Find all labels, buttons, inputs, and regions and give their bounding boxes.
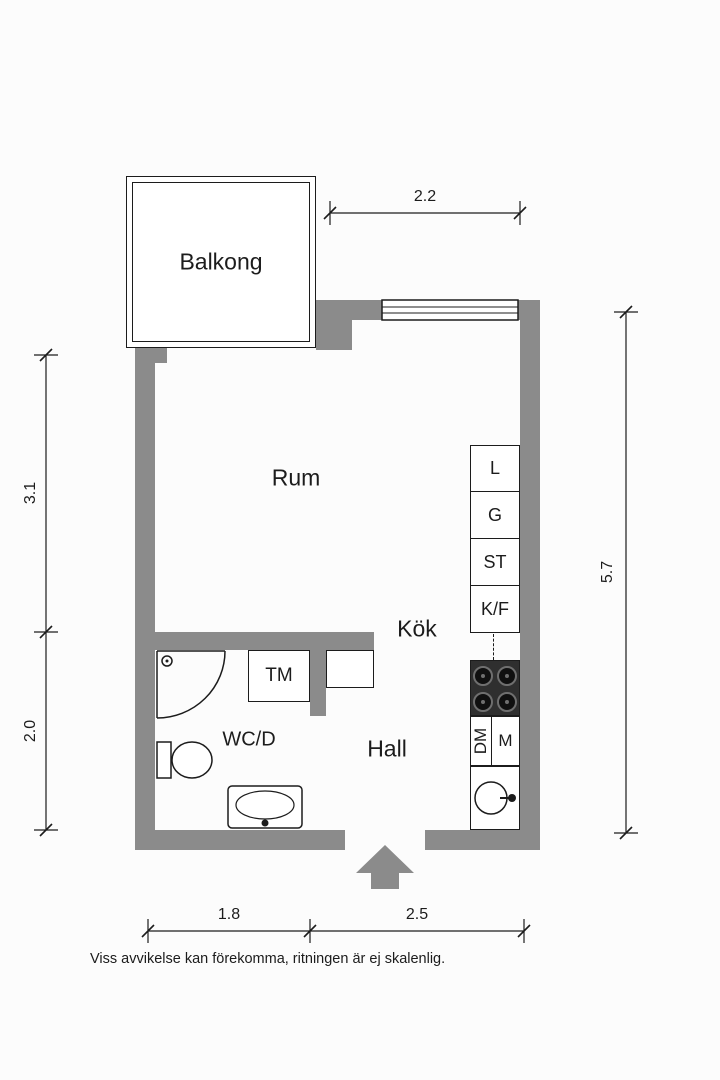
entrance-arrow-icon [356,845,414,889]
kitchen-counter-box [326,650,374,688]
washbasin-icon [227,785,303,829]
wall-bottom-left [135,830,345,850]
dimension-line-right [614,305,638,840]
wall-stub-balcony-left [135,348,167,363]
dimension-left-upper-label: 3.1 [22,481,39,505]
kitchen-unit-l-label: L [489,458,500,478]
kitchen-unit-g: G [470,491,520,539]
dimension-bottom-right-label: 2.5 [405,906,429,923]
washing-machine-label: TM [265,665,293,686]
window-icon [381,299,519,321]
wall-bottom-right [425,830,540,850]
kitchen-unit-m: M [492,731,519,751]
balcony-label: Balkong [179,248,263,275]
stove-icon [470,660,520,716]
washing-machine-box: TM [248,650,310,702]
hall-label: Hall [367,735,407,762]
dishwasher-unit-box: DM M [470,716,520,766]
wall-left [135,348,155,850]
kitchen-unit-m-label: M [498,731,513,750]
disclaimer-text: Viss avvikelse kan förekomma, ritningen … [90,951,446,967]
stove-burners [473,666,517,712]
wall-right [520,300,540,850]
dimension-bottom-left-label: 1.8 [217,906,241,923]
living-room-label: Rum [271,464,321,491]
dimension-right-label: 5.7 [599,560,616,584]
dishwasher-cell: DM [471,717,492,765]
shower-icon [156,650,226,719]
toilet-icon [156,741,213,779]
kitchen-unit-g-label: G [487,504,502,525]
dimension-line-bottom [141,919,531,943]
fridge-freezer-label: K/F [480,598,509,619]
wall-bathroom-right [310,650,326,716]
dimension-line-left [34,348,58,837]
wall-stub-balcony-right [316,320,352,350]
dimension-left-lower-label: 2.0 [22,719,39,743]
wall-bathroom-top [155,632,374,650]
dishwasher-label: DM [471,727,491,755]
kitchen-sink-box [470,766,520,830]
balcony-inner-outline [132,182,310,342]
kitchen-label: Kök [397,615,437,642]
dimension-line-top [323,201,527,225]
dimension-top-label: 2.2 [413,188,437,205]
fridge-freezer-box: K/F [470,585,520,633]
kitchen-unit-st: ST [470,538,520,586]
kitchen-dashed-divider [493,634,494,660]
kitchen-sink-icon [474,781,516,815]
bathroom-label: WC/D [222,728,276,751]
kitchen-unit-st-label: ST [483,551,507,572]
kitchen-unit-l: L [470,445,520,492]
balcony-outline: Balkong [126,176,316,348]
